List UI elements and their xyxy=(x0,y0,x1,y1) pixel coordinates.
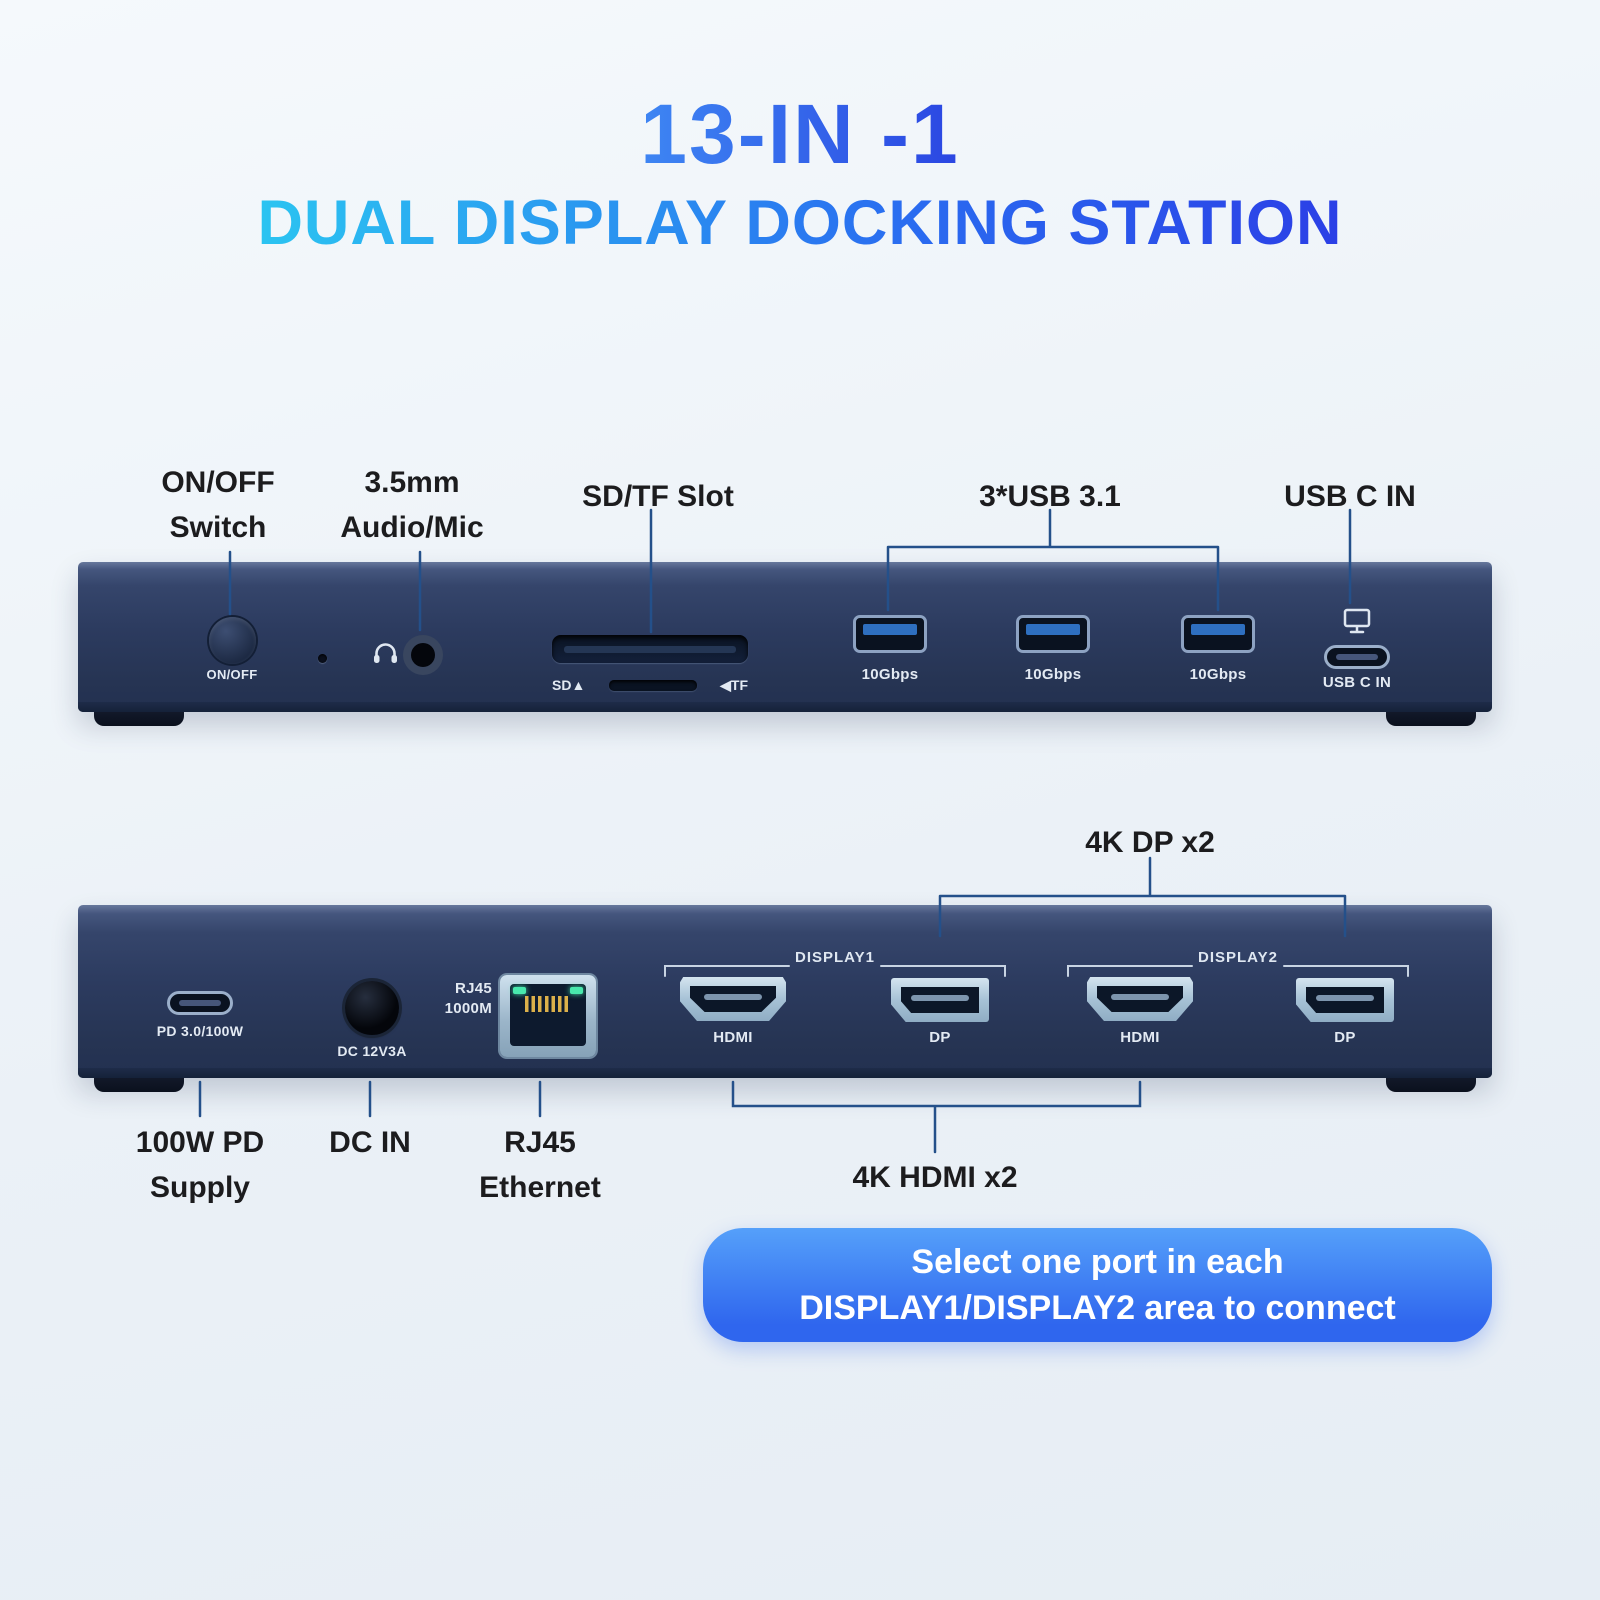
select-port-note: Select one port in each DISPLAY1/DISPLAY… xyxy=(703,1228,1492,1342)
usb-a-port-1 xyxy=(853,615,927,653)
device-foot xyxy=(94,1076,184,1092)
label-audio-mic: 3.5mm Audio/Mic xyxy=(312,460,512,550)
hdmi-port-2 xyxy=(1087,977,1193,1021)
rj45-port xyxy=(500,975,596,1057)
tf-marker-label: ◀TF xyxy=(720,676,748,693)
dock-back-view: PD 3.0/100W DC 12V3A RJ45 1000M DISPLAY1… xyxy=(78,905,1492,1092)
rj45-led xyxy=(513,987,526,994)
dp-port-2 xyxy=(1296,978,1394,1022)
rj45-port-label-line1: RJ45 xyxy=(454,980,492,997)
dp-port-1 xyxy=(891,978,989,1022)
label-dc-in: DC IN xyxy=(329,1126,411,1159)
hdmi-slit xyxy=(704,994,762,1000)
select-port-note-line2: DISPLAY1/DISPLAY2 area to connect xyxy=(799,1289,1396,1327)
label-rj45-ethernet: RJ45 Ethernet xyxy=(440,1120,640,1210)
hdmi-label-1: HDMI xyxy=(713,1029,753,1046)
usb-a-port-3 xyxy=(1181,615,1255,653)
dc-power-jack xyxy=(345,981,399,1035)
sd-card-slot xyxy=(552,635,748,663)
rj45-opening xyxy=(510,984,586,1046)
rj45-port-label-line2: 1000M xyxy=(444,1000,492,1017)
label-4k-dp: 4K DP x2 xyxy=(1085,826,1215,859)
hdmi-label-2: HDMI xyxy=(1120,1029,1160,1046)
pd-port-label: PD 3.0/100W xyxy=(156,1023,244,1039)
label-rj45-line2: Ethernet xyxy=(479,1171,601,1204)
label-usb-3-1: 3*USB 3.1 xyxy=(979,480,1121,513)
sd-marker-label: SD▲ xyxy=(552,677,586,693)
headphone-icon xyxy=(374,643,397,663)
device-foot xyxy=(1386,710,1476,726)
label-100w-pd-line2: Supply xyxy=(149,1171,250,1204)
label-100w-pd: 100W PD Supply xyxy=(100,1120,300,1210)
hdmi-slit xyxy=(1111,994,1169,1000)
tf-card-slot xyxy=(608,679,697,691)
usb-c-in-port xyxy=(1324,645,1390,669)
usb-c-in-label: USB C IN xyxy=(1322,674,1392,691)
label-onoff-switch: ON/OFF Switch xyxy=(118,460,318,550)
usb-speed-label-2: 10Gbps xyxy=(1024,666,1082,683)
label-onoff-switch-line2: Switch xyxy=(169,511,267,544)
title-line2: DUAL DISPLAY DOCKING STATION xyxy=(0,183,1600,259)
dp-slit xyxy=(1316,995,1374,1001)
mic-hole xyxy=(318,654,327,663)
label-4k-hdmi: 4K HDMI x2 xyxy=(852,1161,1018,1194)
page-title: 13-IN -1 DUAL DISPLAY DOCKING STATION xyxy=(0,86,1600,259)
usb-tongue xyxy=(1191,624,1245,635)
dp-slit xyxy=(911,995,969,1001)
select-port-note-line1: Select one port in each xyxy=(911,1243,1284,1281)
label-sd-tf-slot: SD/TF Slot xyxy=(582,480,734,513)
pd-usb-c-port xyxy=(167,991,233,1015)
hdmi-port-1 xyxy=(680,977,786,1021)
label-rj45-line1: RJ45 xyxy=(504,1126,576,1159)
dp-label-1: DP xyxy=(929,1029,951,1046)
usb-a-port-2 xyxy=(1016,615,1090,653)
rj45-pins xyxy=(525,996,571,1012)
audio-jack-port xyxy=(403,635,443,675)
label-audio-mic-line2: Audio/Mic xyxy=(340,511,484,544)
title-line1-text: 13-IN -1 xyxy=(640,87,960,181)
power-button xyxy=(209,617,256,664)
display2-tag: DISPLAY2 xyxy=(1198,949,1278,966)
dc-port-label: DC 12V3A xyxy=(337,1043,407,1059)
sd-tf-markers: SD▲ ◀TF xyxy=(552,675,748,695)
dp-label-2: DP xyxy=(1334,1029,1356,1046)
dock-front-view: ON/OFF SD▲ ◀TF 10Gbps 10Gbps 10Gbps USB … xyxy=(78,562,1492,726)
usb-tongue xyxy=(1026,624,1080,635)
label-100w-pd-line1: 100W PD xyxy=(135,1126,265,1159)
title-line2-text: DUAL DISPLAY DOCKING STATION xyxy=(257,188,1343,258)
rj45-led xyxy=(570,987,583,994)
usb-tongue xyxy=(863,624,917,635)
usb-speed-label-1: 10Gbps xyxy=(861,666,919,683)
power-button-label: ON/OFF xyxy=(206,667,258,682)
label-onoff-switch-line1: ON/OFF xyxy=(161,466,275,499)
device-foot xyxy=(94,710,184,726)
device-foot xyxy=(1386,1076,1476,1092)
display1-tag: DISPLAY1 xyxy=(795,949,875,966)
rj45-port-label: RJ45 1000M xyxy=(416,979,492,1019)
title-line1: 13-IN -1 xyxy=(0,86,1600,183)
usb-speed-label-3: 10Gbps xyxy=(1189,666,1247,683)
leader-hdmi-bracket xyxy=(731,1080,1142,1154)
monitor-icon xyxy=(1343,608,1371,634)
label-audio-mic-line1: 3.5mm xyxy=(364,466,460,499)
label-usb-c-in: USB C IN xyxy=(1284,480,1416,513)
